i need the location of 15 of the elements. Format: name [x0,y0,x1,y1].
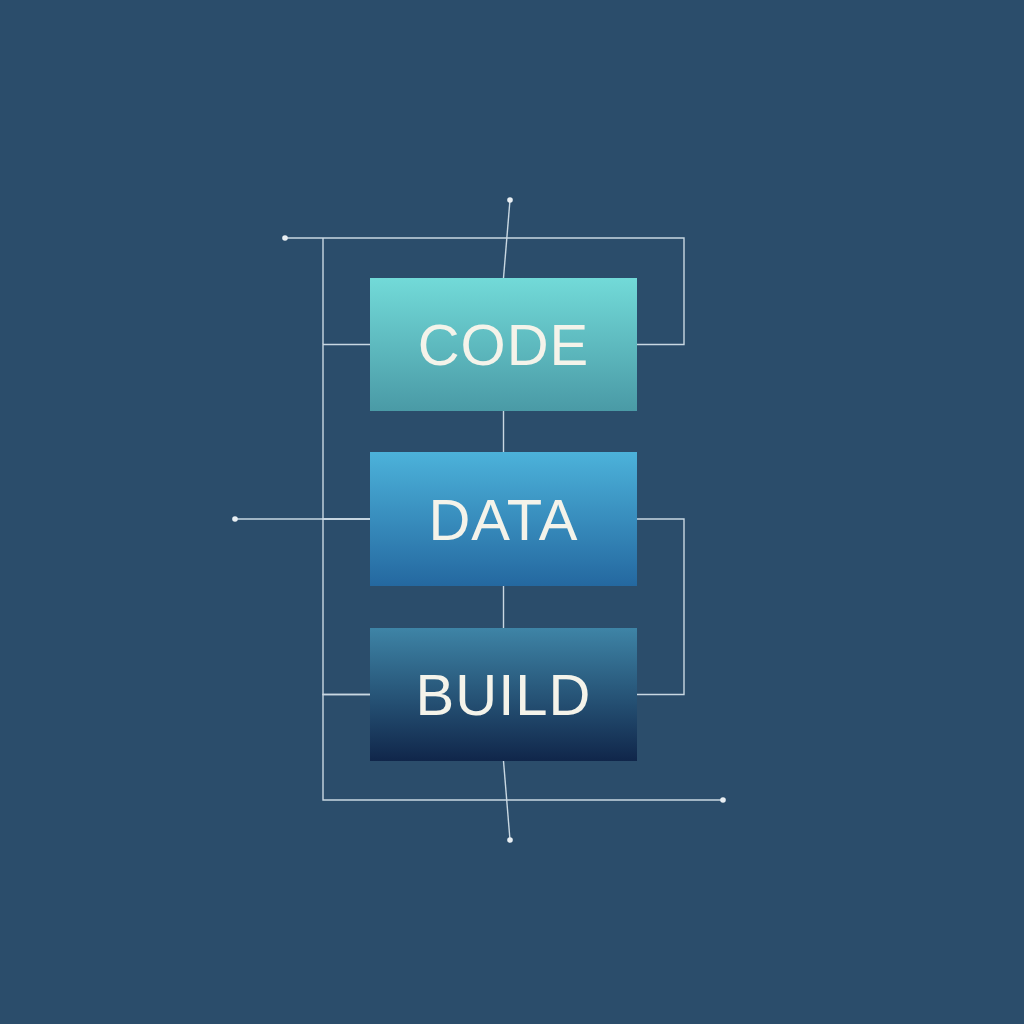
process-box [370,452,637,586]
box-label: BUILD [415,661,592,728]
connector-line [322,693,726,803]
process-box [370,628,637,761]
connector-line [502,760,513,843]
connector-line [322,518,371,696]
process-box [370,278,637,411]
connector-line [636,518,685,696]
connector-line [282,235,685,346]
connector-line [322,343,371,520]
connector-line [502,585,505,629]
box-label: DATA [428,485,579,553]
connector-line [502,410,505,453]
connector-line [502,197,513,279]
box-label: CODE [417,311,590,378]
